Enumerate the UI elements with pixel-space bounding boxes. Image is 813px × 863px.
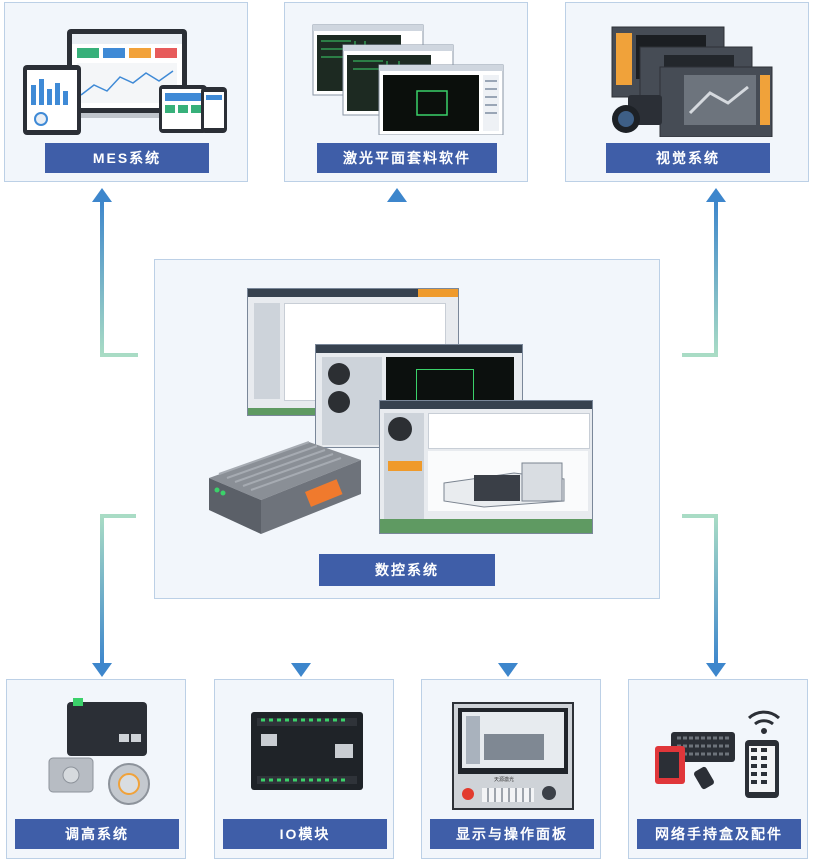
nesting-software-label: 激光平面套料软件 xyxy=(317,143,497,173)
cnc-controller-icon xyxy=(209,441,361,534)
camera-screens-icon xyxy=(611,26,773,137)
panel-tag: 天源激光 xyxy=(494,777,515,783)
cad-windows-icon xyxy=(312,24,504,135)
height-controller-icon xyxy=(48,698,150,805)
nesting-software-box: 激光平面套料软件 xyxy=(284,2,528,182)
cnc-screen-front xyxy=(379,400,593,534)
handheld-box: 网络手持盒及配件 xyxy=(628,679,808,859)
cnc-system-box: 数控系统 xyxy=(154,259,660,599)
arrow-to-io xyxy=(291,608,311,677)
vision-system-box: 视觉系统 xyxy=(565,2,809,182)
arrow-to-handheld xyxy=(682,514,726,677)
arrow-to-vision xyxy=(682,188,726,357)
mes-system-label: MES系统 xyxy=(45,143,209,173)
display-panel-label: 显示与操作面板 xyxy=(430,819,594,849)
arrow-to-nesting xyxy=(387,188,407,254)
display-panel-icon: 天源激光 xyxy=(452,702,574,810)
wireless-handheld-icon xyxy=(655,710,781,798)
mes-system-box: MES系统 xyxy=(4,2,248,182)
arrow-to-mes xyxy=(92,188,138,357)
laptop-tablet-phone-icon xyxy=(23,29,227,135)
handheld-label: 网络手持盒及配件 xyxy=(637,819,801,849)
arrow-to-panel xyxy=(498,608,518,677)
io-board-icon xyxy=(251,712,363,790)
io-module-box: IO模块 xyxy=(214,679,394,859)
height-system-box: 调高系统 xyxy=(6,679,186,859)
height-system-label: 调高系统 xyxy=(15,819,179,849)
arrow-to-height xyxy=(92,514,136,677)
display-panel-box: 天源激光 显示与操作面板 xyxy=(421,679,601,859)
cnc-system-label: 数控系统 xyxy=(319,554,495,586)
io-module-label: IO模块 xyxy=(223,819,387,849)
vision-system-label: 视觉系统 xyxy=(606,143,770,173)
